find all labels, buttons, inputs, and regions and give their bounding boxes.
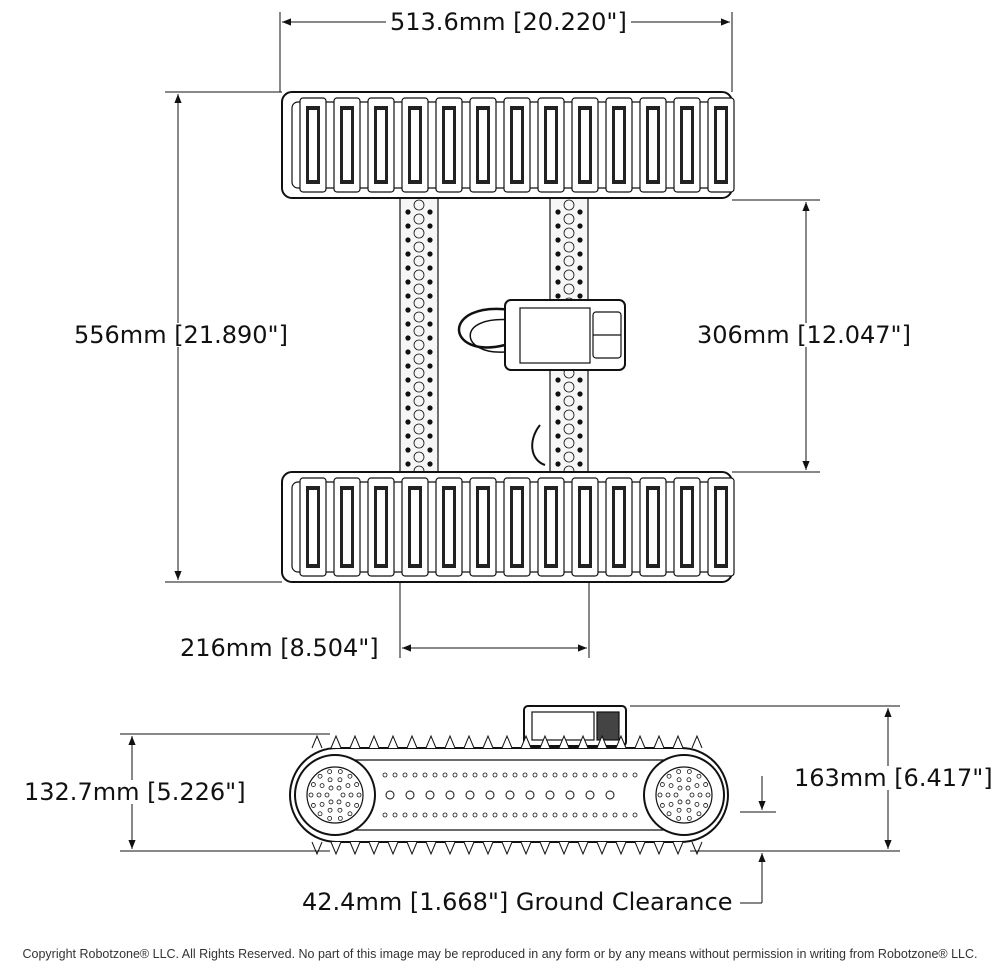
channel-spacing-label: 216mm [8.504"] [176,636,383,660]
overall-width-label: 513.6mm [20.220"] [386,10,631,34]
track-spacing-label: 306mm [12.047"] [693,323,915,347]
overall-height-label: 163mm [6.417"] [790,766,997,790]
upper-track [281,91,735,199]
copyright-notice: Copyright Robotzone® LLC. All Rights Res… [22,947,978,961]
ground-clearance-label: 42.4mm [1.668"] Ground Clearance [298,890,737,914]
track-teeth [311,734,703,856]
top-view [281,91,735,583]
battery-module [457,299,626,466]
dimension-lines-side [120,705,900,904]
overall-length-label: 556mm [21.890"] [70,323,292,347]
track-height-label: 132.7mm [5.226"] [20,780,250,804]
side-view [289,705,729,856]
lower-track [281,471,735,583]
